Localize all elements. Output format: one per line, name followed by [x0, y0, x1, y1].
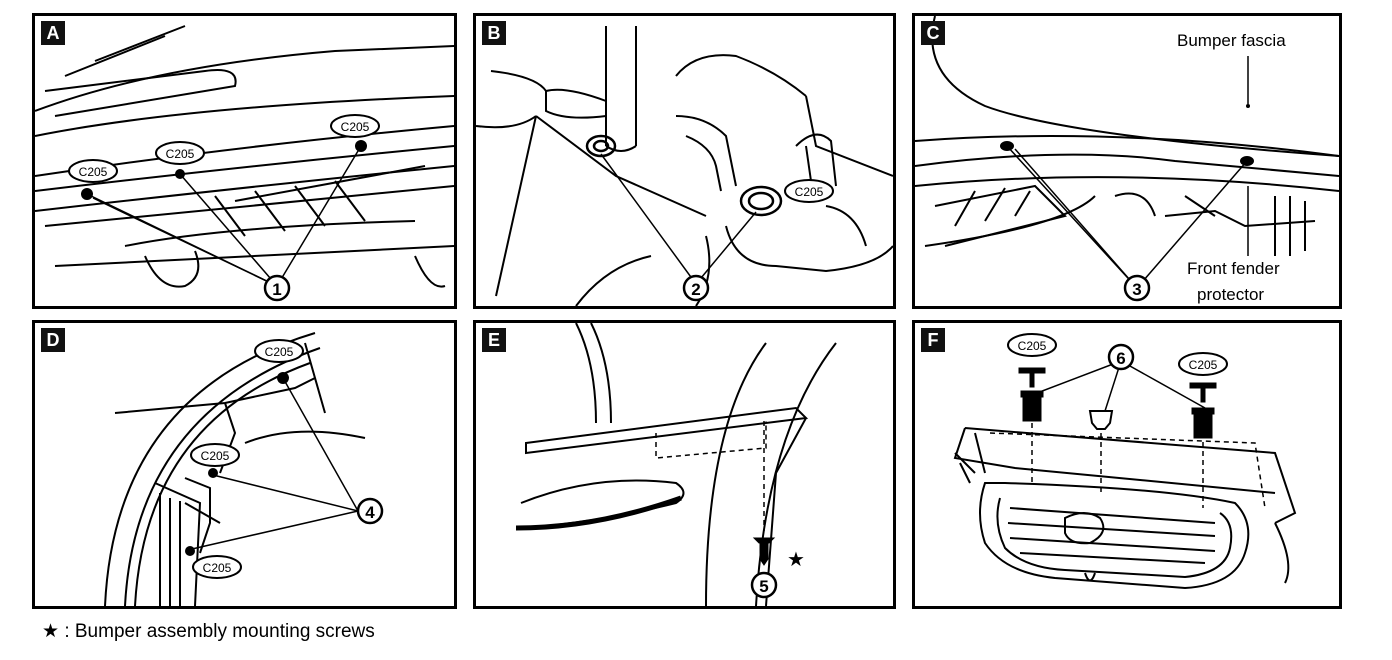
panel-a-number: 1 — [272, 280, 281, 299]
footer-note: ★ : Bumper assembly mounting screws — [42, 620, 375, 643]
panel-e-label: E — [482, 328, 506, 352]
panel-d-callout-3: C205 — [203, 561, 232, 575]
panel-a: C205 C205 C205 1 A — [32, 13, 457, 309]
panel-d-label: D — [41, 328, 65, 352]
panel-c: 3 C Bumper fascia Front fender protector — [912, 13, 1342, 309]
panel-e: 5 ★ E — [473, 320, 896, 609]
panel-a-callouts: C205 C205 C205 — [68, 114, 380, 183]
panel-d-callout-2: C205 — [201, 449, 230, 463]
panel-a-callout-3: C205 — [341, 120, 370, 134]
panel-b-number: 2 — [691, 280, 700, 299]
panel-d-drawing: C205 C205 C205 4 — [104, 332, 384, 606]
panel-a-callout-1: C205 — [79, 165, 108, 179]
panel-e-star-icon: ★ — [787, 547, 805, 571]
star-icon: ★ — [42, 620, 60, 642]
panel-b-callout: C205 — [795, 185, 824, 199]
front-fender-label: Front fender — [1187, 259, 1280, 278]
panel-a-callout-2: C205 — [166, 147, 195, 161]
panel-f-number: 6 — [1116, 349, 1125, 368]
panel-c-number: 3 — [1132, 280, 1141, 299]
panel-f-drawing: C205 C205 6 — [953, 333, 1297, 590]
panel-c-label: C — [921, 21, 945, 45]
panel-e-number: 5 — [759, 577, 768, 596]
panel-f: C205 C205 6 F — [912, 320, 1342, 609]
panel-e-drawing: 5 ★ — [515, 323, 837, 606]
panel-a-drawing: C205 C205 C205 1 — [35, 25, 454, 302]
protector-label: protector — [1197, 285, 1265, 304]
panel-f-callout-1: C205 — [1018, 339, 1047, 353]
panel-d-number: 4 — [365, 503, 375, 522]
panel-b: C205 2 B — [473, 13, 896, 309]
panel-f-callout-2: C205 — [1189, 358, 1218, 372]
panel-a-label: A — [41, 21, 65, 45]
panel-f-label: F — [921, 328, 945, 352]
bumper-fascia-label: Bumper fascia — [1177, 31, 1286, 50]
panel-d: C205 C205 C205 4 D — [32, 320, 457, 609]
panel-c-drawing: 3 — [915, 16, 1339, 302]
panel-b-label: B — [482, 21, 506, 45]
panel-b-drawing: C205 2 — [476, 26, 893, 306]
footer-text: : Bumper assembly mounting screws — [59, 621, 375, 642]
panel-d-callout-1: C205 — [265, 345, 294, 359]
